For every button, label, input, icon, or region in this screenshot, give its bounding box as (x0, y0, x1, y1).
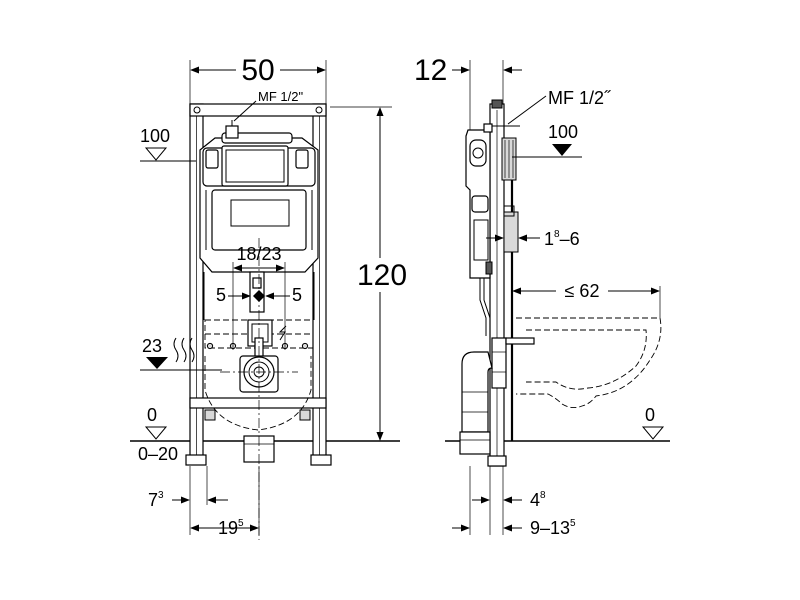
wall-range-dim: 18–6 (544, 229, 580, 249)
spacing-dim: 18/23 (236, 244, 281, 264)
height-dim: 120 (357, 259, 407, 292)
front-level-100: 100 (140, 126, 170, 146)
floor-range: 0–20 (138, 444, 178, 464)
depth-dim: 12 (414, 54, 447, 87)
front-view: 50 MF 1/2" 120 100 18/23 5 5 23 0 0–20 (130, 54, 408, 540)
bowl-outline-front (204, 356, 312, 431)
frame-foot-right (310, 454, 332, 466)
foot-offset-dim: 73 (148, 490, 164, 510)
level-23-marker (146, 357, 168, 369)
side-foot-dim: 48 (530, 490, 546, 510)
drain-offset-dim: 195 (218, 518, 244, 538)
offset-right-dim: 5 (292, 285, 302, 305)
frame-lower-bar (189, 397, 327, 409)
front-level-0: 0 (147, 405, 157, 425)
width-dim: 50 (241, 54, 274, 87)
water-supply-icon (173, 337, 195, 363)
bowl-projection-dim: ≤ 62 (565, 281, 600, 301)
side-level-100: 100 (548, 122, 578, 142)
front-level-23: 23 (142, 336, 162, 356)
side-supply-label: MF 1/2˝ (548, 88, 611, 108)
center-mark-icon (253, 290, 265, 302)
front-supply-label: MF 1/2" (258, 89, 303, 104)
side-foot-range-dim: 9–135 (530, 518, 576, 538)
side-view: 12 MF 1/2˝ 100 18–6 ≤ 62 0 48 9–135 (414, 54, 670, 538)
frame-foot-left (185, 454, 207, 466)
frame-top-bar (189, 103, 327, 117)
wall-bracket-adjustable (503, 211, 519, 253)
level-100-marker-side (552, 144, 572, 156)
supply-inlet (225, 125, 239, 139)
offset-left-dim: 5 (216, 285, 226, 305)
level-0-marker-side (641, 426, 665, 440)
side-bowl-outline (516, 317, 662, 409)
side-level-0: 0 (645, 405, 655, 425)
level-100-marker-front (144, 147, 168, 161)
level-0-marker-front (144, 426, 168, 440)
